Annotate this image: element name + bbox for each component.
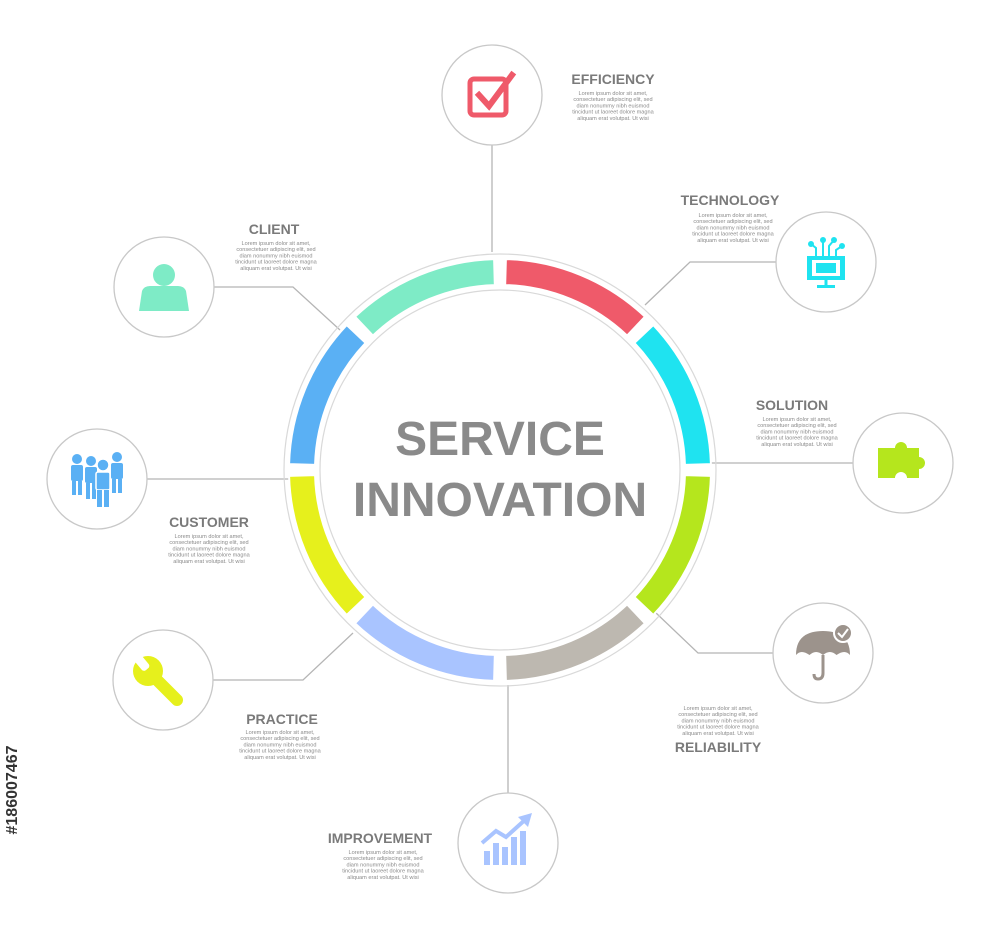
ring-segment-reliability [504,603,647,682]
center-title-line2: INNOVATION [353,474,647,527]
label-efficiency: EFFICIENCY [571,71,655,87]
connector-practice [213,632,354,681]
node-practice [112,629,214,731]
label-practice: PRACTICE [246,711,318,727]
description-efficiency: Lorem ipsum dolor sit amet,consectetuer … [572,91,654,122]
description-line: consectetuer adipiscing elit, sed [169,540,248,546]
connector-reliability [654,611,773,654]
ring-segment-customer [288,323,367,466]
description-line: tincidunt ut laoreet dolore magna [572,110,654,116]
node-solution [852,412,954,514]
description-line: tincidunt ut laoreet dolore magna [239,749,321,755]
description-line: diam nonummy nibh euismod [243,742,316,748]
description-line: aliquam erat volutpat. Ut wisi [347,875,419,881]
ring-segment-client [353,258,496,337]
description-line: aliquam erat volutpat. Ut wisi [682,731,754,737]
outer-ring [283,253,717,687]
node-customer [46,428,148,530]
node-circle-improvement [457,792,559,894]
ring-inner-outline [319,289,681,651]
description-line: diam nonummy nibh euismod [681,718,754,724]
description-line: Lorem ipsum dolor sit amet, [683,706,752,712]
description-line: consectetuer adipiscing elit, sed [693,219,772,225]
node-efficiency [441,44,543,146]
description-line: tincidunt ut laoreet dolore magna [756,436,838,442]
ring-segment-improvement [353,603,496,682]
description-line: tincidunt ut laoreet dolore magna [692,232,774,238]
description-line: tincidunt ut laoreet dolore magna [342,869,424,875]
description-line: consectetuer adipiscing elit, sed [678,712,757,718]
description-line: diam nonummy nibh euismod [172,546,245,552]
ring-segment-technology [633,323,712,466]
ring-segment-practice [288,474,367,617]
description-line: Lorem ipsum dolor sit amet, [241,241,310,247]
description-line: Lorem ipsum dolor sit amet, [348,850,417,856]
description-practice: Lorem ipsum dolor sit amet,consectetuer … [239,730,321,761]
description-line: Lorem ipsum dolor sit amet, [698,213,767,219]
description-line: tincidunt ut laoreet dolore magna [168,553,250,559]
node-circle-efficiency [441,44,543,146]
label-technology: TECHNOLOGY [681,192,780,208]
description-line: diam nonummy nibh euismod [696,225,769,231]
description-improvement: Lorem ipsum dolor sit amet,consectetuer … [342,850,424,881]
description-line: aliquam erat volutpat. Ut wisi [240,266,312,272]
description-line: aliquam erat volutpat. Ut wisi [244,755,316,761]
node-improvement [457,792,559,894]
description-line: aliquam erat volutpat. Ut wisi [697,238,769,244]
description-line: Lorem ipsum dolor sit amet, [762,417,831,423]
description-line: Lorem ipsum dolor sit amet, [245,730,314,736]
description-line: aliquam erat volutpat. Ut wisi [577,116,649,122]
description-line: tincidunt ut laoreet dolore magna [235,260,317,266]
ring-segment-solution [633,474,712,617]
description-line: diam nonummy nibh euismod [239,253,312,259]
description-line: aliquam erat volutpat. Ut wisi [173,559,245,565]
description-line: consectetuer adipiscing elit, sed [757,423,836,429]
center-title-line1: SERVICE [395,413,605,466]
description-line: Lorem ipsum dolor sit amet, [578,91,647,97]
label-solution: SOLUTION [756,397,828,413]
node-client [113,236,215,338]
label-reliability: RELIABILITY [675,739,762,755]
center-title: SERVICE INNOVATION [353,413,647,527]
description-line: consectetuer adipiscing elit, sed [240,736,319,742]
description-line: tincidunt ut laoreet dolore magna [677,725,759,731]
description-line: consectetuer adipiscing elit, sed [343,856,422,862]
label-improvement: IMPROVEMENT [328,830,433,846]
description-solution: Lorem ipsum dolor sit amet,consectetuer … [756,417,838,448]
description-line: consectetuer adipiscing elit, sed [573,97,652,103]
node-technology [775,211,877,313]
stock-image-id: #186007467 [2,700,24,880]
node-reliability [772,602,874,704]
ring-segment-efficiency [504,258,647,337]
stock-image-id-text: #186007467 [4,745,21,835]
description-line: diam nonummy nibh euismod [760,429,833,435]
description-line: diam nonummy nibh euismod [576,103,649,109]
description-line: consectetuer adipiscing elit, sed [236,247,315,253]
description-line: diam nonummy nibh euismod [346,862,419,868]
description-customer: Lorem ipsum dolor sit amet,consectetuer … [168,534,250,565]
label-customer: CUSTOMER [169,514,249,530]
connector-technology [644,261,776,306]
ring-outer-outline [283,253,717,687]
description-technology: Lorem ipsum dolor sit amet,consectetuer … [692,213,774,244]
description-line: Lorem ipsum dolor sit amet, [174,534,243,540]
description-line: aliquam erat volutpat. Ut wisi [761,442,833,448]
description-reliability: Lorem ipsum dolor sit amet,consectetuer … [677,706,759,737]
description-client: Lorem ipsum dolor sit amet,consectetuer … [235,241,317,272]
label-client: CLIENT [249,221,300,237]
connector-client [214,286,341,331]
